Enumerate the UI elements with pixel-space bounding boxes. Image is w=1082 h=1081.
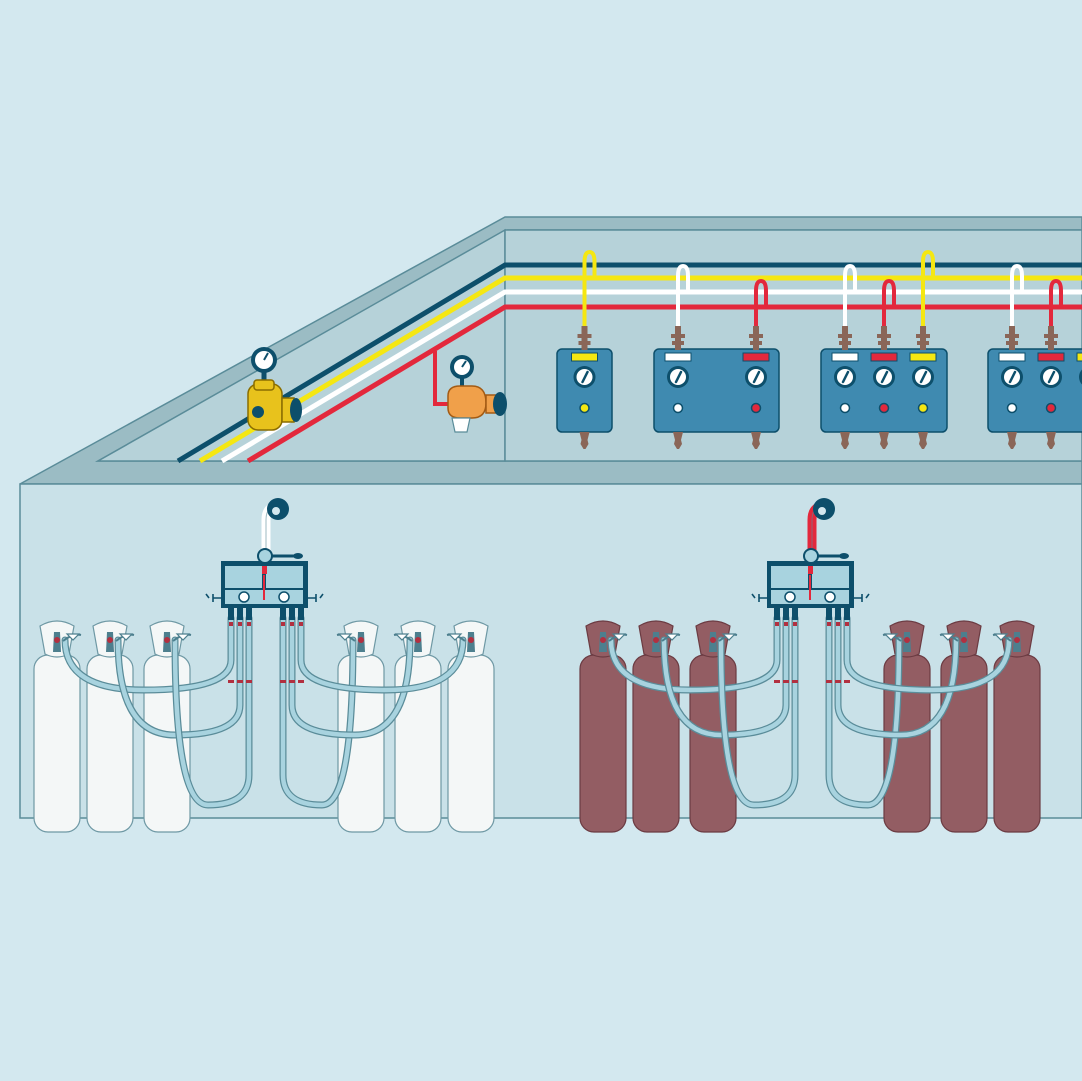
gauge-icon <box>784 591 796 603</box>
cylinder-valve <box>446 632 475 652</box>
pipe-red <box>246 304 1082 464</box>
drop-pipe <box>921 249 935 334</box>
cylinder-valve <box>652 632 681 652</box>
indicator-light <box>878 402 890 414</box>
gas-color-label <box>831 352 859 362</box>
gas-pipelines <box>176 262 1082 464</box>
indicator-light <box>750 402 762 414</box>
outlet-panel <box>987 263 1082 449</box>
cylinder-valve <box>336 632 365 652</box>
gauge-icon <box>824 591 836 603</box>
gas-color-label <box>664 352 692 362</box>
cylinder-valve <box>106 632 135 652</box>
gas-color-label <box>742 352 770 362</box>
drop-pipe <box>582 249 597 334</box>
wall-regulators <box>247 347 507 433</box>
indicator-light <box>1006 402 1018 414</box>
cylinder-valve <box>393 632 422 652</box>
cylinder-body <box>33 654 81 833</box>
indicator-light <box>579 402 590 414</box>
outlet-nozzle <box>579 432 590 449</box>
orange-regulator <box>433 351 507 433</box>
manifold-control-unit <box>751 548 870 626</box>
gauge-icon <box>278 591 290 603</box>
outlet-nozzle <box>673 432 683 449</box>
indicator-light <box>917 402 929 414</box>
outlet-nozzle <box>1007 432 1017 449</box>
drop-pipe <box>1010 263 1024 334</box>
pipe-white <box>220 289 1082 464</box>
cylinder-valve <box>939 632 968 652</box>
gas-color-label <box>571 352 598 362</box>
indicator-light <box>1045 402 1057 414</box>
indicator-light <box>839 402 851 414</box>
gas-color-label <box>1076 352 1082 362</box>
pipe-navy <box>176 262 1082 464</box>
cylinder-valve <box>53 632 82 652</box>
outlet-panel <box>820 249 948 449</box>
cylinder-valve <box>992 632 1021 652</box>
cylinder-valve <box>709 632 738 652</box>
outlet-nozzle <box>1046 432 1056 449</box>
gauge-icon <box>1079 369 1082 385</box>
gas-color-label <box>998 352 1026 362</box>
manifold-banks <box>33 498 1041 833</box>
cylinder-body <box>579 654 627 833</box>
cylinder-valve <box>163 632 192 652</box>
yellow-regulator <box>247 347 302 431</box>
shutoff-valve-icon <box>257 548 273 564</box>
maroon-cylinder-bank <box>579 498 1041 833</box>
gas-color-label <box>870 352 898 362</box>
drop-pipe <box>843 263 857 334</box>
gas-cylinder <box>86 620 134 833</box>
cylinder-body <box>993 654 1041 833</box>
gauge-icon <box>238 591 250 603</box>
white-cylinder-bank <box>33 498 495 833</box>
outlet-panel <box>556 249 613 449</box>
drop-pipe <box>882 278 896 334</box>
cylinder-body <box>447 654 495 833</box>
outlet-nozzle <box>751 432 761 449</box>
manifold-control-unit <box>205 548 324 626</box>
cylinder-valve <box>599 632 628 652</box>
outlet-panels <box>556 249 1082 449</box>
outlet-nozzle <box>840 432 850 449</box>
outlet-panel <box>653 263 780 449</box>
cylinder-valve <box>882 632 911 652</box>
drop-pipe <box>1049 278 1063 334</box>
outlet-nozzle <box>879 432 889 449</box>
drop-pipe <box>676 263 690 334</box>
gas-color-label <box>1037 352 1065 362</box>
pipe-yellow <box>198 275 1082 464</box>
drop-pipe <box>754 278 768 334</box>
gas-color-label <box>909 352 937 362</box>
indicator-light <box>672 402 684 414</box>
shutoff-valve-icon <box>803 548 819 564</box>
outlet-nozzle <box>918 432 928 449</box>
